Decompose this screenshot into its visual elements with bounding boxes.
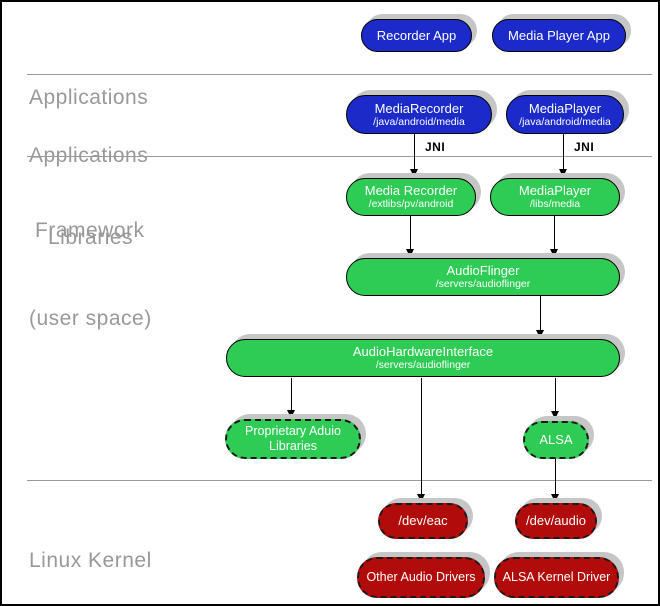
layer-label-libraries: Libraries (user space) [29,170,152,386]
node-title: MediaRecorder [374,100,464,116]
node-title: Recorder App [376,27,457,43]
arrow-mediarecorder-to-lib [410,134,419,177]
edge-label-jni-right: JNI [574,140,595,154]
node-audioflinger: AudioFlinger /servers/audioflinger [346,258,620,296]
arrowhead-icon [551,411,560,419]
node-media-recorder-lib: Media Recorder /extlibs/pv/android [346,178,476,216]
node-title: Media Player App [508,27,610,43]
arrow-shaft [414,134,416,170]
layer-divider-2 [27,156,652,157]
arrow-mediaplayerlib-to-audioflinger [550,216,559,257]
arrow-mediarecorderlib-to-audioflinger [406,216,415,257]
node-subtitle: /extlibs/pv/android [368,198,454,211]
node-alsa-kernel-driver: ALSA Kernel Driver [494,557,619,598]
arrow-ahi-to-proprietary [287,378,296,418]
node-media-player-app: Media Player App [492,19,626,52]
node-subtitle: /java/android/media [373,115,465,128]
arrow-shaft [555,458,557,495]
node-audio-hardware-interface: AudioHardwareInterface /servers/audiofli… [226,339,620,377]
node-title: AudioFlinger [446,263,520,279]
layer-label-applications: Applications [29,35,148,160]
layer-divider-1 [27,74,652,75]
arrowhead-icon [417,494,426,502]
node-other-audio-drivers: Other Audio Drivers [357,557,485,598]
node-subtitle: /servers/audioflinger [375,359,471,372]
node-subtitle: /servers/audioflinger [435,278,531,291]
node-subtitle: /libs/media [529,198,581,211]
node-recorder-app: Recorder App [361,19,472,52]
arrow-shaft [410,216,412,250]
node-title: /dev/eac [398,513,448,529]
layer-label-linux-kernel: Linux Kernel [29,498,152,604]
arrowhead-icon [287,410,296,418]
node-title-line2: Libraries [269,439,317,453]
arrow-shaft [554,216,556,250]
layer-label-text: Linux Kernel [29,549,152,572]
arrow-ahi-to-alsa [551,378,560,419]
node-title: ALSA Kernel Driver [502,570,611,585]
arrow-ahi-to-dev-eac [417,378,426,502]
node-title: MediaPlayer [518,183,592,199]
arrow-shaft [555,378,557,412]
arrow-shaft [563,134,565,170]
arrowhead-icon [410,169,419,177]
node-dev-eac: /dev/eac [378,503,468,539]
node-title: Media Recorder [364,183,458,199]
node-title: AudioHardwareInterface [352,344,494,360]
arrowhead-icon [406,249,415,257]
arrow-audioflinger-to-ahi [536,296,545,338]
arrowhead-icon [536,330,545,338]
node-subtitle: /java/android/media [519,115,611,128]
node-title: /dev/audio [526,513,586,529]
node-title: Proprietary Aduio [245,424,341,439]
node-alsa: ALSA [523,421,589,459]
edge-label-jni-left: JNI [425,140,446,154]
node-mediaplayer-framework: MediaPlayer /java/android/media [506,95,624,134]
arrowhead-icon [551,494,560,502]
arrow-alsa-to-dev-audio [551,458,560,502]
layer-label-text: Applications [29,86,149,109]
layer-label-applications-framework: Applications Framework [29,93,148,293]
arrowhead-icon [559,169,568,177]
layer-label-text: (user space) [29,307,152,330]
layer-label-text: Applications [29,144,149,167]
layer-divider-3 [27,480,652,481]
node-mediaplayer-lib: MediaPlayer /libs/media [490,178,620,216]
arrow-mediaplayer-to-lib [559,134,568,177]
layer-label-text: Libraries [48,226,134,249]
arrow-shaft [291,378,293,411]
node-title: Other Audio Drivers [366,570,476,585]
arrowhead-icon [550,249,559,257]
node-dev-audio: /dev/audio [515,503,597,539]
arrow-shaft [421,378,423,495]
layer-label-text: Framework [35,219,145,242]
node-title: MediaPlayer [528,100,602,116]
node-proprietary-audio-libraries: Proprietary Aduio Libraries [225,419,361,459]
node-title: ALSA [539,432,573,448]
arrow-shaft [540,296,542,331]
node-mediarecorder-framework: MediaRecorder /java/android/media [346,95,492,134]
